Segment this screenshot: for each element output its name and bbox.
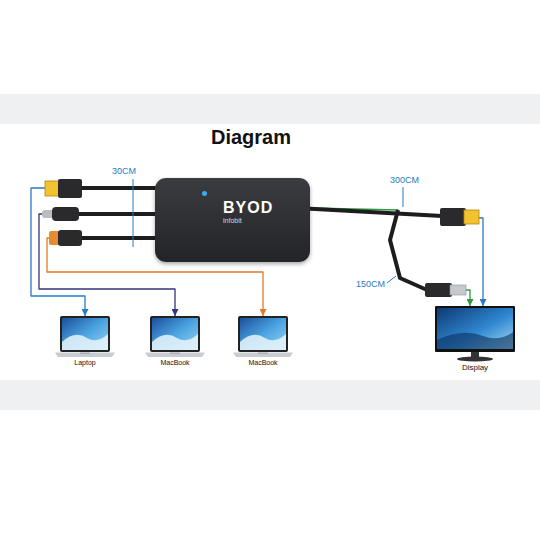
display-cable [297, 208, 442, 216]
picture-space [431, 306, 519, 363]
picture-space [231, 316, 295, 359]
brand-logo: infobit [223, 217, 310, 225]
lightning-cable [80, 236, 158, 240]
hdmi-cable [80, 186, 158, 190]
background-band [0, 94, 540, 124]
macbook-picture [145, 316, 205, 357]
cable-length: 30CM [112, 166, 136, 176]
signal-connector [31, 188, 155, 316]
product-name: BYOD [223, 198, 310, 217]
byod-hub: BYODinfobit [155, 178, 310, 262]
leader-line [403, 187, 404, 207]
usb-plug [425, 283, 452, 297]
usbc-plug [52, 207, 79, 221]
device-label: MacBook [143, 359, 207, 367]
device-label: Laptop [53, 359, 117, 367]
status-led [202, 191, 207, 196]
lightning-plug [58, 230, 82, 246]
signal-connector [310, 208, 470, 306]
display-picture [435, 306, 515, 362]
hdmi-tip [464, 210, 479, 224]
laptop-picture [55, 316, 115, 357]
cable-length: 150CM [356, 279, 385, 289]
power-cable [390, 210, 427, 290]
usbc-cable [78, 212, 158, 216]
device-label: Display [431, 363, 519, 373]
signal-connector [310, 208, 483, 306]
background-band [0, 380, 540, 410]
hdmi-plug [58, 179, 82, 198]
usb-tip [450, 285, 466, 295]
device: Laptop [53, 316, 117, 367]
leader-line [387, 276, 396, 283]
device: MacBook [143, 316, 207, 367]
device-label: MacBook [231, 359, 295, 367]
picture-space [53, 316, 117, 359]
device: MacBook [231, 316, 295, 367]
picture-space [143, 316, 207, 359]
device: Display [431, 306, 519, 373]
macbook-picture [233, 316, 293, 357]
diagram-title: Diagram [150, 126, 352, 149]
length-bracket [133, 179, 134, 247]
cable-length: 300CM [390, 175, 419, 185]
hdmi-plug [440, 208, 466, 226]
